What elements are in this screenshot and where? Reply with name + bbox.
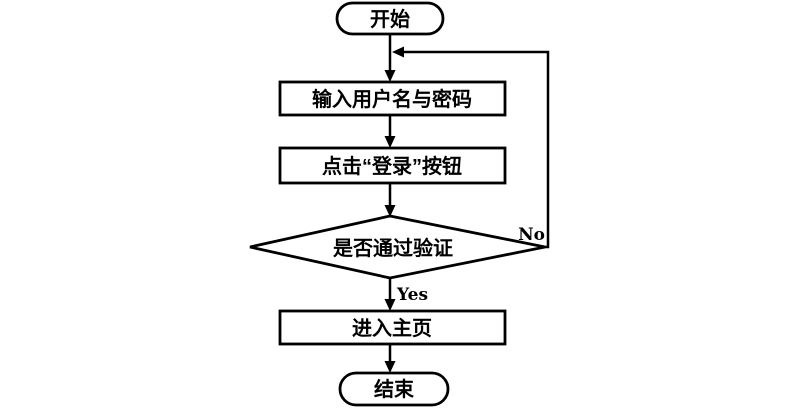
no-edge-label: No [518,225,545,245]
end-terminator-shape [338,371,450,407]
click-process-shape [278,146,507,185]
start-label: 开始 [370,7,410,31]
edges [384,34,550,373]
edge-no-loop [401,50,550,249]
arrowhead-no-loop [392,46,404,58]
click-label: 点击“登录”按钮 [322,154,462,178]
input-label: 输入用户名与密码 [312,87,472,111]
input-process-shape [278,80,507,117]
start-terminator-shape [335,1,445,36]
home-process-shape [278,309,507,346]
home-label: 进入主页 [352,316,432,340]
arrowhead-home-to-end [384,361,396,373]
edge-labels: Yes No [396,225,545,305]
verify-decision-shape [249,214,546,280]
arrowhead-start-to-input [384,70,396,82]
arrowhead-verify-to-home [384,299,396,311]
arrowhead-click-to-verify [384,205,396,217]
end-label: 结束 [374,377,415,401]
verify-label: 是否通过验证 [332,236,453,260]
nodes: 开始 输入用户名与密码 点击“登录”按钮 是否通过验证 进入主页 结束 [249,1,546,407]
yes-edge-label: Yes [396,285,428,305]
arrowhead-input-to-click [384,136,396,148]
